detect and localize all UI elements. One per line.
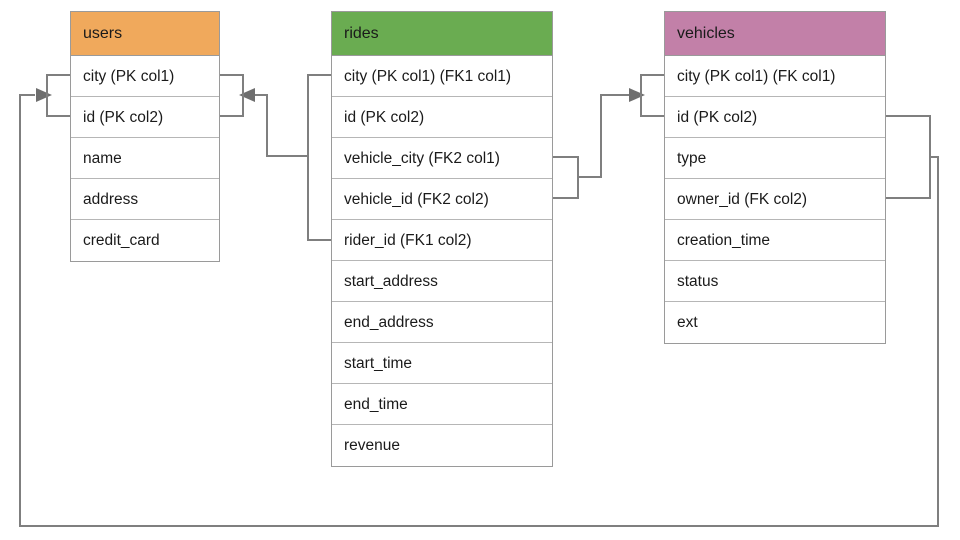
column-row[interactable]: status [665,261,885,302]
arrowhead-into-users-right [239,88,255,102]
column-row[interactable]: name [71,138,219,179]
column-row[interactable]: vehicle_id (FK2 col2) [332,179,552,220]
bracket-rides-fk2 [552,156,579,199]
column-row[interactable]: end_time [332,384,552,425]
column-row[interactable]: id (PK col2) [332,97,552,138]
column-row[interactable]: start_address [332,261,552,302]
table-header-rides: rides [332,12,552,56]
table-title-vehicles: vehicles [677,25,735,42]
stem-rides-to-users [252,94,309,157]
column-row[interactable]: ext [677,314,698,331]
column-row[interactable]: start_time [332,343,552,384]
column-row[interactable]: id (PK col2) [71,97,219,138]
bracket-users-right [219,74,244,117]
column-row[interactable]: type [665,138,885,179]
column-row[interactable]: end_address [332,302,552,343]
entity-table-vehicles[interactable]: vehicles city (PK col1) (FK col1) id (PK… [664,11,886,344]
column-row[interactable]: rider_id (FK1 col2) [332,220,552,261]
connector-rides-to-vehicles [552,74,665,199]
column-row[interactable]: vehicle_city (FK2 col1) [332,138,552,179]
column-row[interactable]: credit_card [83,232,160,249]
bracket-rides-fk1 [307,74,332,241]
column-row[interactable]: address [71,179,219,220]
table-header-users: users [71,12,219,56]
table-title-rides: rides [344,25,379,42]
arrowhead-into-users-left [36,88,52,102]
table-title-users: users [83,25,123,42]
entity-table-users[interactable]: users city (PK col1) id (PK col2) name a… [70,11,220,262]
bracket-users-left [46,74,71,117]
arrowhead-into-vehicles-left [629,88,645,102]
column-row[interactable]: owner_id (FK col2) [665,179,885,220]
column-row[interactable]: city (PK col1) (FK col1) [665,56,885,97]
column-row[interactable]: revenue [344,437,401,454]
connector-rides-to-users [219,74,332,241]
column-row[interactable]: city (PK col1) (FK1 col1) [332,56,552,97]
table-header-vehicles: vehicles [665,12,885,56]
column-row[interactable]: id (PK col2) [665,97,885,138]
stem-rides-to-vehicles [577,94,629,178]
bracket-vehicles-fk [885,115,931,199]
bracket-vehicles-left [640,74,665,117]
entity-table-rides[interactable]: rides city (PK col1) (FK1 col1) id (PK c… [331,11,553,467]
column-row[interactable]: city (PK col1) [71,56,219,97]
column-row[interactable]: creation_time [665,220,885,261]
